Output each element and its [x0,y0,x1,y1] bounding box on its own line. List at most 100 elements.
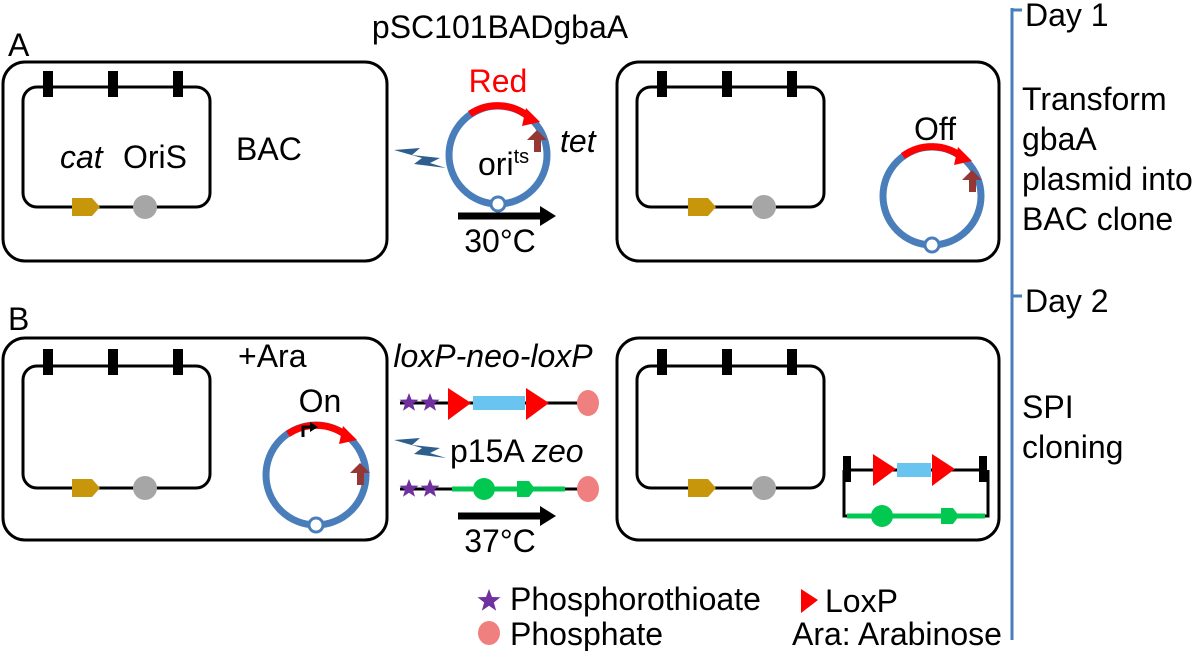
day2-desc-line1: SPI [1022,389,1074,425]
day1-desc-line4: BAC clone [1022,201,1173,237]
legend-phosphate-icon [478,621,500,645]
temp-b-label: 37°C [464,523,536,559]
day1-desc-line3: plasmid into [1022,161,1193,197]
star-3-icon [399,479,419,497]
bac-block-2-right-a [722,71,732,97]
zeo-label: zeo [531,433,584,469]
legend-ara: Ara: Arabinose [792,616,1002,651]
panel-a-bac-left [21,71,212,219]
bac-loop-right-b [635,364,826,490]
legend-star-icon [477,589,501,611]
panel-b-bac-right [635,349,826,500]
bac-block-1-right-a [657,71,667,97]
panel-a-cell-left [1,60,389,263]
bac-loop-right-a [635,85,826,209]
legend-loxp: LoxP [825,583,898,619]
off-label: Off [914,111,956,147]
loxp-2-icon [526,388,549,420]
construct-ori-icon [871,505,893,527]
panel-b-cell-left [1,336,389,542]
phosphate-2-icon [577,476,599,502]
red-gene-arrow-off-icon [954,147,972,165]
star-4-icon [420,479,440,497]
oris-icon [133,195,157,219]
tet-arrow-off-icon [962,170,982,192]
zeo-gene-icon [517,481,535,497]
p15a-zeo-fragment [399,476,599,502]
recombinant-construct [842,454,990,527]
loxp-neo-fragment [399,388,599,420]
plasmid-ori-on-icon [307,516,325,534]
panel-a-bac-right [635,71,826,219]
plasmid-ori-off-icon [923,236,941,254]
bac-block-1 [43,71,53,97]
legend-phosphate: Phosphate [510,616,663,651]
diagram-title: pSC101BADgbaA [372,9,629,45]
construct-loxp-1-icon [873,454,896,486]
panel-a-cell-right [615,60,1001,263]
bac-block-1-right-b [657,349,667,375]
phosphate-1-icon [577,390,599,416]
construct-block-right [979,456,987,482]
p15a-ori-icon [473,478,495,500]
p15a-label: p15A [450,433,525,469]
panel-b-cell-right [615,336,1001,542]
incubation-arrow-b-head [540,506,556,526]
bac-block-2-left-b [108,349,118,375]
day2-desc-line2: cloning [1022,429,1123,465]
legend-loxp-icon [801,589,818,613]
star-2-icon [420,393,440,411]
tet-arrow-icon [527,130,547,152]
legend: Phosphorothioate Phosphate LoxP Ara: Ara… [477,581,1002,651]
cat-label: cat [60,139,104,175]
bac-block-2-right-b [722,349,732,375]
cat-gene-icon-left-b [72,479,100,497]
cat-gene-icon-right-a [688,198,716,216]
tet-label: tet [560,123,597,159]
red-gene-arrow-icon [522,108,540,126]
bac-block-1-left-b [43,349,53,375]
oris-icon-right-a [752,195,776,219]
cat-gene-icon-right-b [688,479,716,497]
promoter-icon [301,425,312,437]
neo-gene-icon [473,396,525,410]
red-gene-arrow-on-icon [339,426,357,444]
oris-icon-right-b [752,476,776,500]
plasmid-ori-icon [489,195,507,213]
bac-block-2 [108,71,118,97]
oris-icon-left-b [133,476,157,500]
temp-a-label: 30°C [464,223,536,259]
legend-phosphorothioate: Phosphorothioate [510,581,761,617]
day2-label: Day 2 [1025,283,1109,319]
promoter-head-icon [310,422,318,432]
incubation-arrow-a-head [540,206,556,226]
insert-label: loxP-neo-loxP [393,338,593,374]
oris-label: OriS [123,139,187,175]
bac-block-3-right-b [787,349,797,375]
tet-arrow-on-icon [350,463,370,485]
loxp-1-icon [448,388,471,420]
construct-zeo-icon [941,508,959,524]
cat-gene-icon [72,198,100,216]
panel-a-label: A [8,27,30,63]
construct-neo-icon [897,463,931,477]
panel-b-label: B [8,301,29,337]
on-label: On [299,383,342,419]
electroporation-icon [394,148,446,168]
bac-loop-left-b [21,364,212,490]
day1-label: Day 1 [1025,0,1109,33]
day1-desc-line1: Transform [1022,81,1167,117]
day1-desc-line2: gbaA [1022,121,1097,157]
construct-loxp-2-icon [932,454,955,486]
ara-label: +Ara [238,338,307,374]
construct-block-left [843,456,851,482]
red-gene-arc-on [286,421,350,439]
bac-block-3-right-a [787,71,797,97]
ori-label: orits [478,146,529,182]
bac-label: BAC [236,131,302,167]
red-gene-arc [468,102,533,121]
red-label: Red [469,63,528,99]
electroporation-b-icon [394,438,446,458]
star-1-icon [399,393,419,411]
